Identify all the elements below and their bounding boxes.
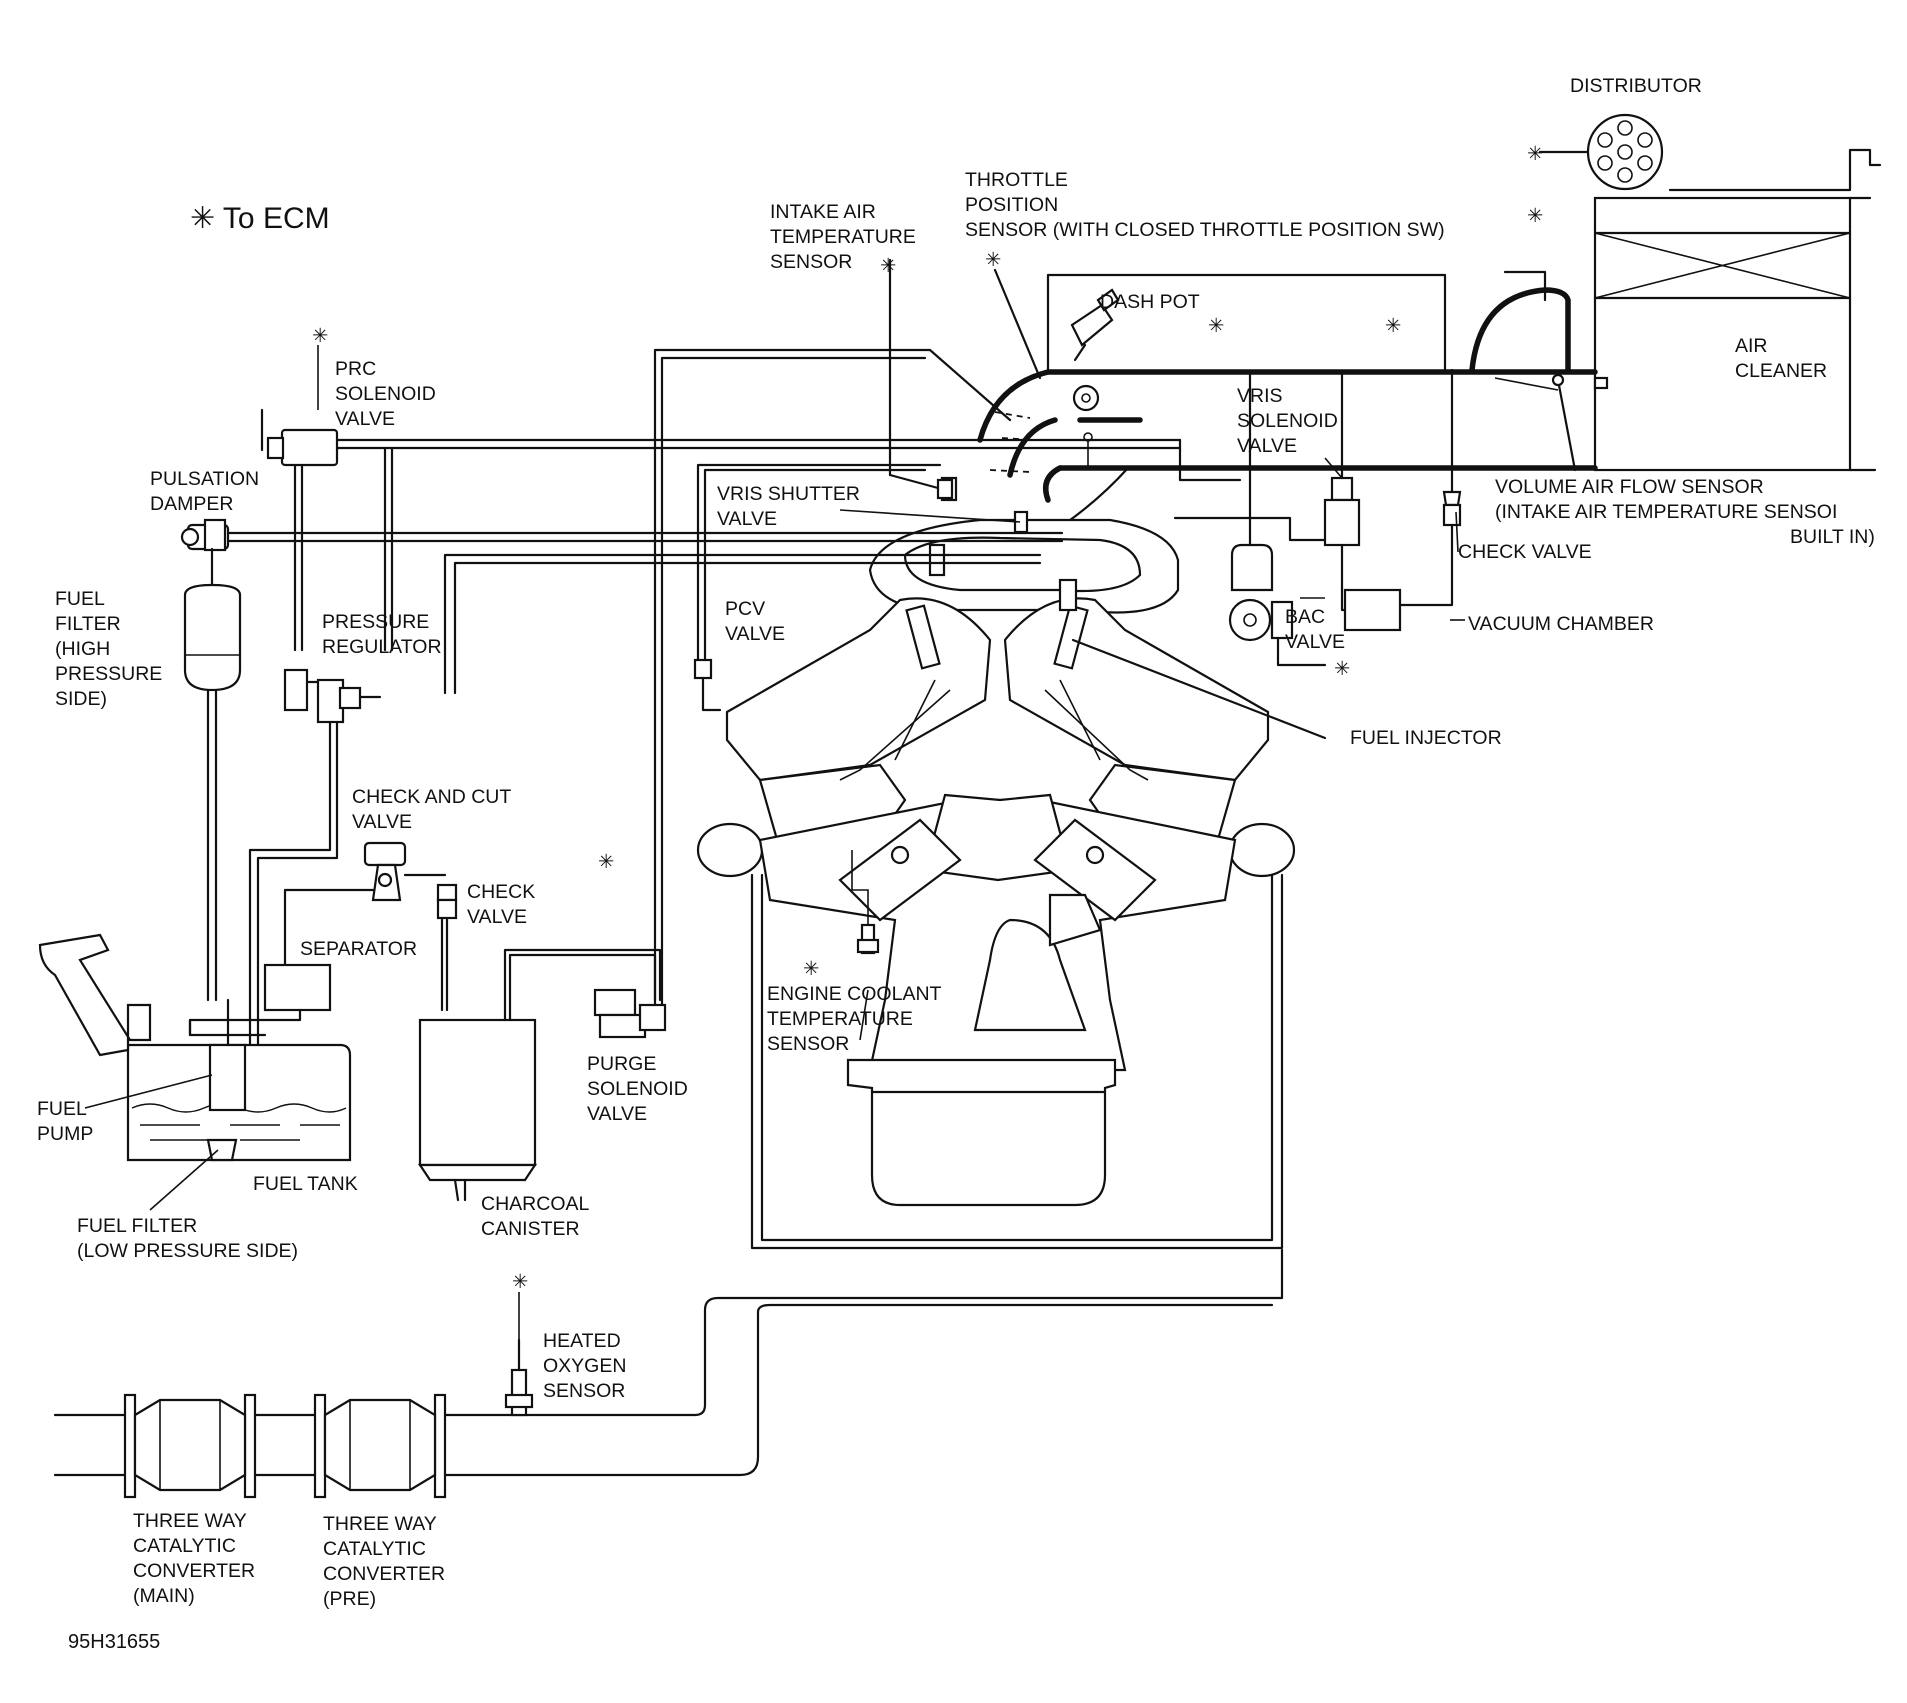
label-fuel-pump: FUEL PUMP bbox=[37, 1098, 93, 1145]
label-bac-valve: BAC VALVE bbox=[1285, 606, 1345, 653]
label-fuel-tank: FUEL TANK bbox=[253, 1173, 358, 1195]
leader-lines bbox=[1300, 511, 1465, 621]
label-check-valve-upper: CHECK VALVE bbox=[1458, 541, 1592, 563]
ecm-marker-oxygen: ✳ bbox=[512, 1271, 528, 1293]
label-charcoal-canister: CHARCOAL CANISTER bbox=[481, 1193, 594, 1240]
label-fuel-injector: FUEL INJECTOR bbox=[1350, 727, 1502, 749]
label-catalytic-converter-main: THREE WAY CATALYTIC CONVERTER (MAIN) bbox=[133, 1510, 261, 1607]
ecm-marker-throttle: ✳ bbox=[985, 249, 1001, 271]
fuel-filter-high-pressure bbox=[183, 583, 242, 1002]
label-pressure-regulator: PRESSURE REGULATOR bbox=[322, 611, 442, 658]
ecm-marker-purge: ✳ bbox=[598, 851, 614, 873]
labels: ✳ To ECM DISTRIBUTOR THROTTLE POSITION S… bbox=[37, 75, 1875, 1653]
charcoal-canister bbox=[417, 948, 662, 1202]
engine-coolant-temperature-sensor bbox=[851, 850, 880, 1041]
label-prc-solenoid-valve: PRC SOLENOID VALVE bbox=[335, 358, 441, 430]
label-engine-coolant-temperature-sensor: ENGINE COOLANT TEMPERATURE SENSOR bbox=[767, 983, 947, 1055]
check-valve-canister bbox=[436, 883, 458, 1012]
fuel-injectors bbox=[905, 543, 1327, 740]
check-and-cut-valve bbox=[283, 841, 447, 967]
label-vris-solenoid-valve: VRIS SOLENOID VALVE bbox=[1237, 385, 1343, 457]
purge-solenoid-valve bbox=[593, 348, 1012, 1039]
pressure-regulator bbox=[248, 668, 382, 1102]
label-pulsation-damper: PULSATION DAMPER bbox=[150, 468, 265, 515]
label-fuel-filter-low-pressure: FUEL FILTER (LOW PRESSURE SIDE) bbox=[77, 1215, 298, 1262]
label-intake-air-temperature-sensor: INTAKE AIR TEMPERATURE SENSOR bbox=[770, 201, 921, 273]
label-fuel-filter-high-pressure: FUEL FILTER (HIGH PRESSURE SIDE) bbox=[55, 588, 168, 710]
intake-duct-and-plenum bbox=[977, 273, 1598, 542]
bac-valve bbox=[1228, 370, 1327, 667]
ecm-marker-bac: ✳ bbox=[1334, 658, 1350, 680]
ecm-markers: ✳ ✳ ✳ ✳ ✳ ✳ ✳ ✳ ✳ ✳ ✳ bbox=[312, 143, 1543, 1340]
label-catalytic-converter-pre: THREE WAY CATALYTIC CONVERTER (PRE) bbox=[323, 1513, 451, 1610]
fuel-tank bbox=[38, 933, 352, 1211]
ecm-marker-vris: ✳ bbox=[1385, 315, 1401, 337]
label-throttle-position-sensor: THROTTLE POSITION SENSOR (WITH CLOSED TH… bbox=[965, 169, 1445, 241]
prc-solenoid-valve bbox=[266, 428, 339, 467]
label-volume-air-flow-sensor: VOLUME AIR FLOW SENSOR (INTAKE AIR TEMPE… bbox=[1495, 476, 1875, 548]
ecm-marker-vaf: ✳ bbox=[1527, 205, 1543, 227]
legend-to-ecm: ✳ To ECM bbox=[190, 202, 330, 235]
label-distributor: DISTRIBUTOR bbox=[1570, 75, 1702, 97]
exhaust-system bbox=[53, 1248, 1284, 1499]
figure-id: 95H31655 bbox=[68, 1631, 160, 1653]
label-pcv-valve: PCV VALVE bbox=[725, 598, 785, 645]
pcv-valve bbox=[693, 463, 942, 712]
ecm-marker-coolant: ✳ bbox=[803, 958, 819, 980]
label-vris-shutter-valve: VRIS SHUTTER VALVE bbox=[717, 483, 865, 530]
pulsation-damper bbox=[180, 518, 230, 592]
heated-oxygen-sensor bbox=[504, 1338, 534, 1417]
volume-air-flow-sensor bbox=[1469, 270, 1609, 472]
label-vacuum-chamber: VACUUM CHAMBER bbox=[1468, 613, 1654, 635]
fuel-lines bbox=[226, 408, 1242, 695]
distributor bbox=[1538, 113, 1664, 191]
ecm-marker-intake-air: ✳ bbox=[880, 255, 896, 277]
v-engine bbox=[696, 518, 1296, 1207]
dash-pot bbox=[1070, 288, 1120, 362]
ecm-marker-distributor: ✳ bbox=[1527, 143, 1543, 165]
label-air-cleaner: AIR CLEANER bbox=[1735, 335, 1827, 382]
label-check-and-cut-valve: CHECK AND CUT VALVE bbox=[352, 786, 516, 833]
label-separator: SEPARATOR bbox=[300, 938, 417, 960]
separator bbox=[188, 963, 332, 1037]
ecm-marker-dashpot: ✳ bbox=[1208, 315, 1224, 337]
intake-air-temperature-sensor bbox=[888, 258, 954, 500]
label-purge-solenoid-valve: PURGE SOLENOID VALVE bbox=[587, 1053, 693, 1125]
label-heated-oxygen-sensor: HEATED OXYGEN SENSOR bbox=[543, 1330, 632, 1402]
air-cleaner bbox=[1593, 148, 1882, 472]
ecm-marker-prc: ✳ bbox=[312, 325, 328, 347]
throttle-position-sensor bbox=[993, 268, 1100, 470]
label-dash-pot: DASH POT bbox=[1100, 291, 1200, 313]
label-check-valve-lower: CHECK VALVE bbox=[467, 881, 541, 928]
coolant-loop bbox=[750, 873, 1284, 1250]
